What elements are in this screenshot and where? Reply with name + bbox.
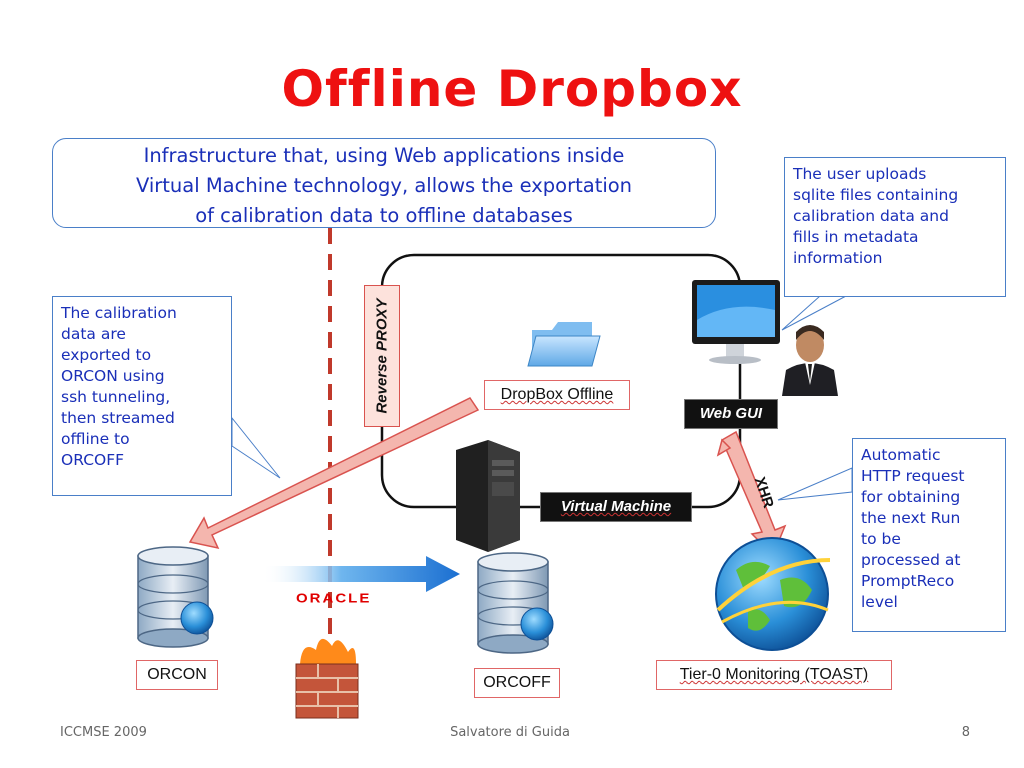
right-top-callout-line: fills in metadata [793,228,919,246]
tier0-box: Tier-0 Monitoring (TOAST) [656,660,892,690]
right-bottom-callout-line: PromptReco [861,572,955,590]
user-person-icon [782,325,838,396]
orcoff-label: ORCOFF [474,668,560,698]
right-top-callout-line: The user uploads [793,165,927,183]
top-callout-line: of calibration data to offline databases [195,204,573,227]
left-callout-line: offline to [61,430,130,448]
left-callout-line: then streamed [61,409,175,427]
right-bottom-callout-line: for obtaining [861,488,961,506]
dropbox-offline-box: DropBox Offline [484,380,630,410]
footer-page-number: 8 [961,725,970,740]
tier0-label: Tier-0 Monitoring (TOAST) [679,666,869,683]
top-callout: Infrastructure that, using Web applicati… [52,138,716,228]
left-callout-line: ORCON using [61,367,165,385]
virtual-machine-box: Virtual Machine [540,492,692,522]
right-bottom-callout-line: to be [861,530,901,548]
database-icon [137,546,214,648]
database-icon [477,552,554,654]
footer-center: Salvatore di Guida [450,725,570,740]
right-top-callout-line: sqlite files containing [793,186,959,204]
reverse-proxy-box: Reverse PROXY [364,285,400,427]
computer-monitor-icon [692,280,780,364]
right-bottom-callout-line: level [861,593,898,611]
right-bottom-callout-line: the next Run [861,509,961,527]
oracle-logo: ORACLE [296,591,372,606]
folder-icon [527,322,601,367]
orcon-label: ORCON [136,660,218,690]
dropbox-offline-label: DropBox Offline [500,386,614,403]
right-top-callout-pointer [781,295,847,331]
left-callout-line: exported to [61,346,152,364]
slide-title: Offline Dropbox [281,60,743,118]
web-gui-label: Web GUI [684,399,778,429]
right-top-callout-line: calibration data and [793,207,949,225]
right-bottom-callout-line: HTTP request [861,467,965,485]
virtual-machine-label: Virtual Machine [560,498,672,515]
globe-icon [715,537,831,651]
reverse-proxy-label: Reverse PROXY [373,298,391,414]
left-callout-pointer [231,416,281,479]
right-bottom-callout: Automatic HTTP request for obtaining the… [852,438,1006,632]
left-callout-line: ORCOFF [61,451,125,469]
pink-arrow-to-orcon [188,397,480,550]
blue-arrow-icon [262,556,460,592]
firewall-icon [295,638,359,719]
pink-arrow-xhr [716,430,787,557]
left-callout-line: data are [61,325,126,343]
footer-left: ICCMSE 2009 [60,725,147,740]
right-bottom-callout-line: Automatic [861,446,941,464]
left-callout-line: ssh tunneling, [61,388,171,406]
top-callout-line: Virtual Machine technology, allows the e… [135,174,633,197]
right-bot-callout-pointer [777,467,853,501]
right-bottom-callout-line: processed at [861,551,961,569]
server-tower-icon [456,440,520,552]
left-callout: The calibration data are exported to ORC… [52,296,232,496]
right-top-callout: The user uploads sqlite files containing… [784,157,1006,297]
left-callout-line: The calibration [61,304,177,322]
top-callout-line: Infrastructure that, using Web applicati… [143,144,625,167]
right-top-callout-line: information [793,249,883,267]
